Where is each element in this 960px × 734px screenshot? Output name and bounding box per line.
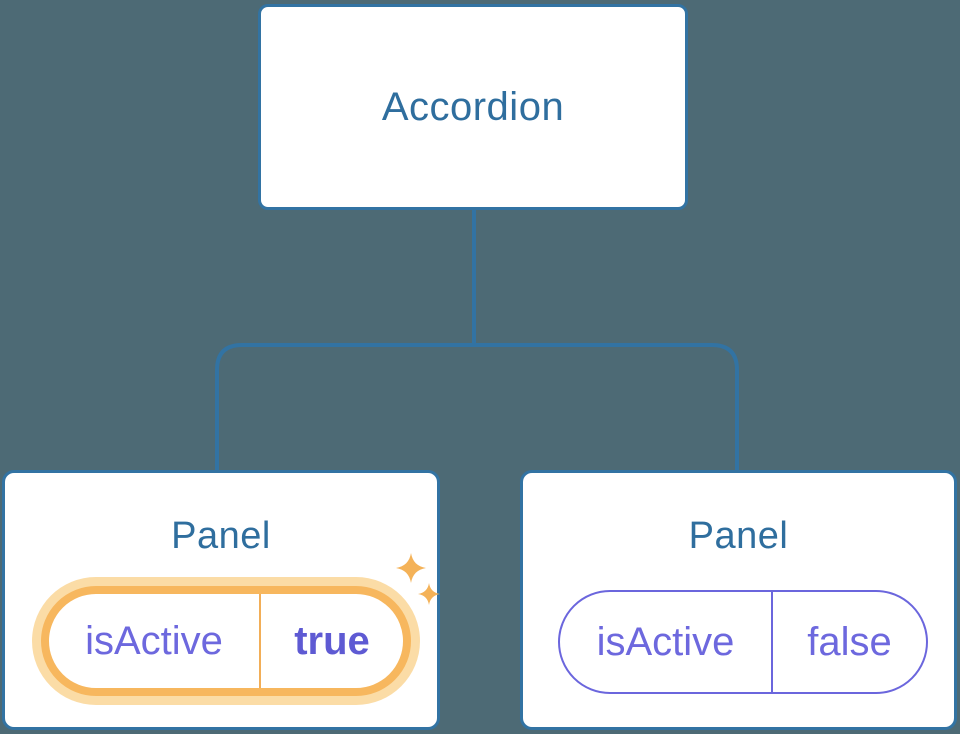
sparkles-icon bbox=[396, 553, 440, 605]
sparkle-large-icon bbox=[396, 553, 426, 583]
connector-branches bbox=[215, 343, 739, 472]
accordion-node: Accordion bbox=[258, 4, 688, 210]
state-key: isActive bbox=[49, 594, 261, 688]
sparkle-small-icon bbox=[418, 583, 440, 605]
state-value: true bbox=[294, 618, 370, 663]
accordion-node-label: Accordion bbox=[381, 84, 565, 129]
panel-title: Panel bbox=[171, 515, 271, 557]
panel-node-inactive: Panel isActive false bbox=[520, 470, 957, 730]
state-value: false bbox=[807, 619, 892, 664]
state-pill-inactive: isActive false bbox=[558, 590, 928, 694]
state-key: isActive bbox=[560, 592, 773, 692]
state-pill-active: isActive true bbox=[41, 586, 411, 696]
panel-node-active: Panel isActive true bbox=[2, 470, 440, 730]
panel-title: Panel bbox=[688, 515, 789, 557]
